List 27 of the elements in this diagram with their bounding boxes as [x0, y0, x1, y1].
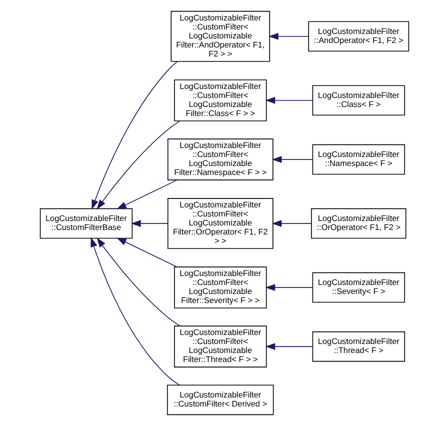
node-box: LogCustomizableFilter ::CustomFilter< Derived >	[166, 384, 274, 416]
arrow	[116, 180, 177, 210]
arrow	[264, 343, 312, 350]
node-box: LogCustomizableFilter ::Thread< F >	[312, 331, 405, 362]
node-box: LogCustomizableFilter ::CustomFilter< LogCustomizable Filter::Severity< F > >	[174, 266, 266, 308]
node-box: LogCustomizableFilter ::CustomFilter< LogCustomizable Filter::Namespace< F > >	[166, 138, 273, 180]
node-box: LogCustomizableFilter ::CustomFilter< LogCustomizable Filter::Class< F > >	[174, 79, 266, 122]
arrow	[271, 220, 312, 227]
node-box: LogCustomizableFilter ::OrOperator< F1, F2 >	[310, 208, 406, 239]
node-box: LogCustomizableFilter ::Namespace< F >	[312, 144, 405, 175]
arrow	[90, 237, 180, 386]
node-box: LogCustomizableFilter ::CustomFilterBase	[39, 208, 132, 239]
arrow	[91, 61, 178, 210]
node-box: LogCustomizableFilter ::CustomFilter< LogCustomizable Filter::OrOperator< F1, F2 > >	[166, 198, 273, 249]
node-box: LogCustomizableFilter ::Severity< F >	[312, 272, 405, 303]
arrow	[96, 120, 180, 210]
node-box: LogCustomizableFilter ::CustomFilter< LogCustomizable Filter::Thread< F > >	[174, 326, 266, 368]
node-box: LogCustomizableFilter ::Class< F >	[312, 85, 405, 116]
arrow	[96, 237, 180, 326]
node-box: LogCustomizableFilter ::CustomFilter< LogCustomizable Filter::AndOperator< F1, F2 > >	[170, 10, 270, 62]
arrow	[268, 32, 308, 40]
arrow	[130, 220, 168, 227]
arrow	[271, 156, 312, 163]
arrow	[264, 96, 312, 104]
arrow	[264, 284, 312, 291]
node-box: LogCustomizableFilter ::AndOperator< F1, F2 >	[308, 21, 409, 52]
arrow	[116, 238, 177, 268]
